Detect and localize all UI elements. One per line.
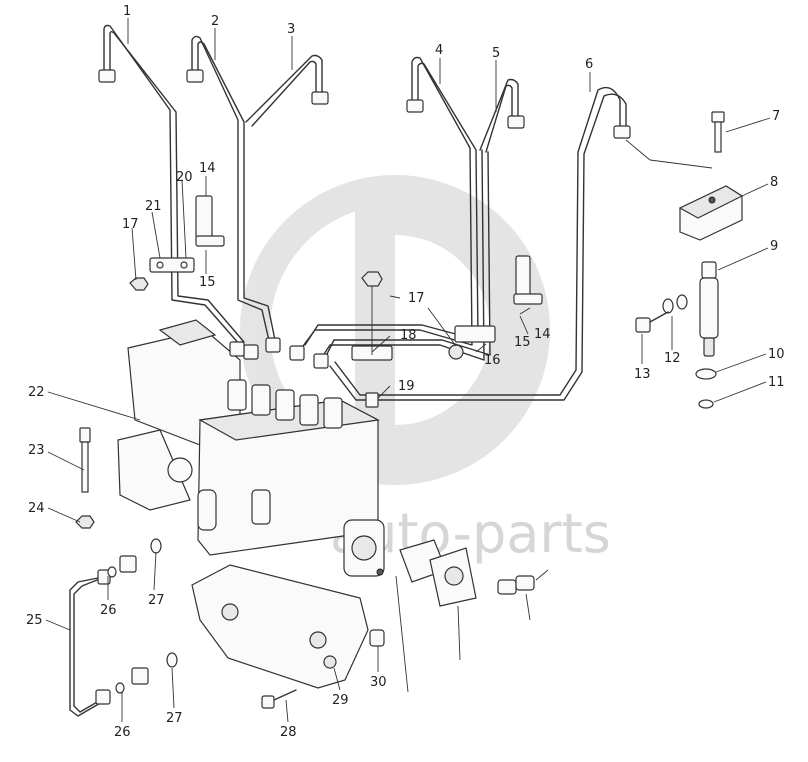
callout-6: 6 — [585, 57, 593, 72]
callout-22: 22 — [28, 385, 45, 400]
injection-pipes — [98, 24, 631, 401]
callout-15-left: 15 — [199, 275, 216, 290]
callout-3: 3 — [287, 22, 295, 37]
mounting-bracket — [191, 564, 385, 709]
callout-10: 10 — [768, 347, 785, 362]
callout-21: 21 — [145, 199, 162, 214]
injection-pump-body — [117, 319, 385, 577]
callout-20: 20 — [176, 170, 193, 185]
callout-14-right: 14 — [534, 327, 551, 342]
callout-8: 8 — [770, 175, 778, 190]
callout-4: 4 — [435, 43, 443, 58]
injector-assembly — [625, 111, 744, 409]
callout-19: 19 — [398, 379, 415, 394]
callout-13: 13 — [634, 367, 651, 382]
callout-7: 7 — [772, 109, 780, 124]
callout-2: 2 — [211, 14, 219, 29]
callout-26-upper: 26 — [100, 603, 117, 618]
callout-16: 16 — [484, 353, 501, 368]
callout-15-right: 15 — [514, 335, 531, 350]
callout-28: 28 — [280, 725, 297, 740]
callout-29: 29 — [332, 693, 349, 708]
callout-14-left: 14 — [199, 161, 216, 176]
callout-18: 18 — [400, 328, 417, 343]
pipe-clamps — [129, 195, 543, 408]
callout-11: 11 — [768, 375, 785, 390]
leader-lines — [45, 18, 771, 723]
callout-27-upper: 27 — [148, 593, 165, 608]
callout-26-lower: 26 — [114, 725, 131, 740]
callout-1: 1 — [123, 4, 131, 19]
callout-25: 25 — [26, 613, 43, 628]
callout-23: 23 — [28, 443, 45, 458]
drive-flange — [399, 539, 549, 607]
callout-17-left: 17 — [122, 217, 139, 232]
callout-24: 24 — [28, 501, 45, 516]
callout-17-center: 17 — [408, 291, 425, 306]
callout-labels: 1 2 3 4 5 6 7 8 9 10 11 12 13 14 14 15 1… — [26, 4, 785, 740]
callout-5: 5 — [492, 46, 500, 61]
callout-30: 30 — [370, 675, 387, 690]
callout-9: 9 — [770, 239, 778, 254]
callout-12: 12 — [664, 351, 681, 366]
callout-27-lower: 27 — [166, 711, 183, 726]
